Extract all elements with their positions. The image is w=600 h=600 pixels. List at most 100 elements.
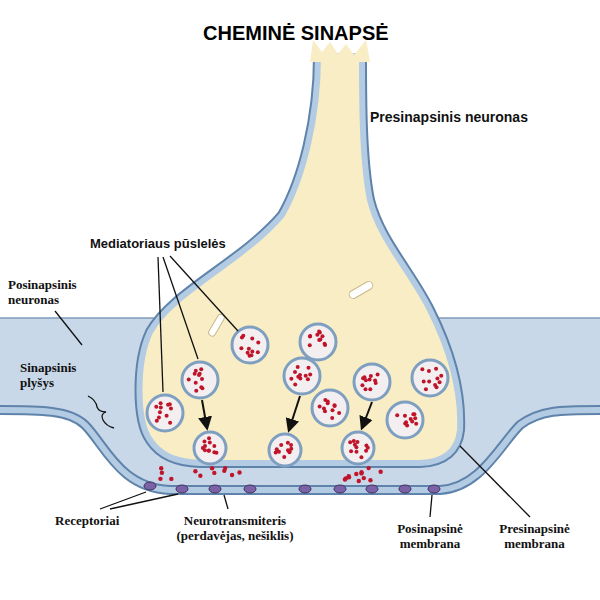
- vesicle-wall: [284, 358, 320, 394]
- leader-line: [170, 256, 238, 331]
- vesicle-group: [147, 324, 448, 483]
- leader-line: [55, 311, 82, 345]
- leader-line: [158, 257, 163, 392]
- transmitter-dot: [369, 374, 373, 378]
- leader-line: [460, 446, 530, 517]
- transmitter-dot: [159, 405, 163, 409]
- transmitter-dot: [438, 380, 442, 384]
- part-label: Posinapsinis neuronas: [8, 277, 103, 307]
- transmitter-dot: [250, 336, 254, 340]
- transmitter-dot: [159, 401, 163, 405]
- vesicle: [147, 395, 183, 431]
- transmitter-dot: [354, 450, 358, 454]
- part-label: Presinapsinis neuronas: [370, 110, 528, 125]
- transmitter-dot: [424, 387, 428, 391]
- transmitter-dot: [207, 448, 211, 452]
- receptor: [209, 485, 221, 493]
- transmitter-dot: [422, 379, 426, 383]
- transmitter-dot: [210, 466, 214, 470]
- transmitter-dot: [286, 441, 290, 445]
- vesicle: [312, 390, 348, 426]
- transmitter-dot: [279, 443, 283, 447]
- receptor: [176, 485, 188, 493]
- transmitter-dot: [323, 409, 327, 413]
- leader-line: [163, 257, 198, 359]
- movement-arrow: [362, 402, 372, 428]
- transmitter-dot: [403, 414, 407, 418]
- transmitter-dot: [333, 404, 337, 408]
- transmitter-dot: [439, 374, 443, 378]
- transmitter-dot: [326, 401, 330, 405]
- vesicle-wall: [387, 402, 423, 438]
- transmitter-dot: [308, 343, 312, 347]
- receptor: [366, 485, 378, 493]
- receptor: [399, 485, 411, 493]
- cleft-bracket: [88, 396, 114, 428]
- leader-line: [224, 495, 228, 509]
- transmitter-dot: [306, 366, 310, 370]
- transmitter-dot: [287, 450, 291, 454]
- transmitter-dot: [308, 334, 312, 338]
- transmitter-dot: [405, 424, 409, 428]
- transmitter-dot: [435, 377, 439, 381]
- transmitter-dot: [354, 472, 358, 476]
- transmitter-dot: [198, 474, 202, 478]
- leader-line: [430, 495, 432, 517]
- transmitter-dot: [364, 449, 368, 453]
- transmitter-dot: [239, 346, 243, 350]
- transmitter-dot: [410, 419, 414, 423]
- transmitter-dot: [414, 422, 418, 426]
- diagram-title: CHEMINĖ SINAPSĖ: [203, 22, 389, 45]
- transmitter-dot: [354, 445, 358, 449]
- vesicle-wall: [300, 324, 336, 360]
- part-label: Neurotransmiteris (perdavėjas, nešiklis): [150, 513, 320, 543]
- transmitter-dot: [237, 470, 241, 474]
- transmitter-dot: [434, 367, 438, 371]
- transmitter-dot: [362, 476, 366, 480]
- transmitter-dot: [207, 449, 211, 453]
- transmitter-dot: [248, 354, 252, 358]
- transmitter-dot: [166, 403, 170, 407]
- transmitter-dot: [376, 372, 380, 376]
- transmitter-dot: [199, 367, 203, 371]
- leader-group: [55, 256, 530, 517]
- transmitter-dot: [308, 335, 312, 339]
- transmitter-dot: [359, 455, 363, 459]
- receptor-group: [144, 482, 440, 493]
- transmitter-dot: [155, 419, 159, 423]
- transmitter-dot: [187, 377, 191, 381]
- transmitter-dot: [374, 381, 378, 385]
- transmitter-dot: [250, 349, 254, 353]
- vesicle-wall: [147, 395, 183, 431]
- transmitter-dot: [199, 385, 203, 389]
- transmitter-dot: [355, 440, 359, 444]
- transmitter-dot: [247, 347, 251, 351]
- transmitter-dot: [159, 466, 163, 470]
- transmitter-dot: [343, 477, 347, 481]
- transmitter-dot: [168, 421, 172, 425]
- transmitter-dot: [256, 350, 260, 354]
- transmitter-dot: [348, 440, 352, 444]
- leader-line: [110, 494, 178, 509]
- vesicle: [354, 364, 390, 400]
- part-label: Posinapsinė membrana: [385, 521, 475, 551]
- transmitter-dot: [320, 334, 324, 338]
- transmitter-dot: [158, 477, 162, 481]
- vesicle: [182, 362, 218, 398]
- transmitter-dot: [282, 455, 286, 459]
- transmitter-dot: [368, 478, 372, 482]
- transmitter-dot: [368, 387, 372, 391]
- transmitter-dot: [304, 374, 308, 378]
- transmitter-dot: [359, 470, 363, 474]
- transmitter-dot: [202, 440, 206, 444]
- vesicle-wall: [269, 434, 301, 466]
- transmitter-dot: [289, 377, 293, 381]
- vesicle-wall: [354, 364, 390, 400]
- vesicle-wall: [342, 432, 374, 464]
- transmitter-dot: [331, 408, 335, 412]
- transmitter-dot: [395, 413, 399, 417]
- receptor: [244, 485, 256, 493]
- vesicle-wall: [194, 432, 226, 464]
- transmitter-dot: [194, 381, 198, 385]
